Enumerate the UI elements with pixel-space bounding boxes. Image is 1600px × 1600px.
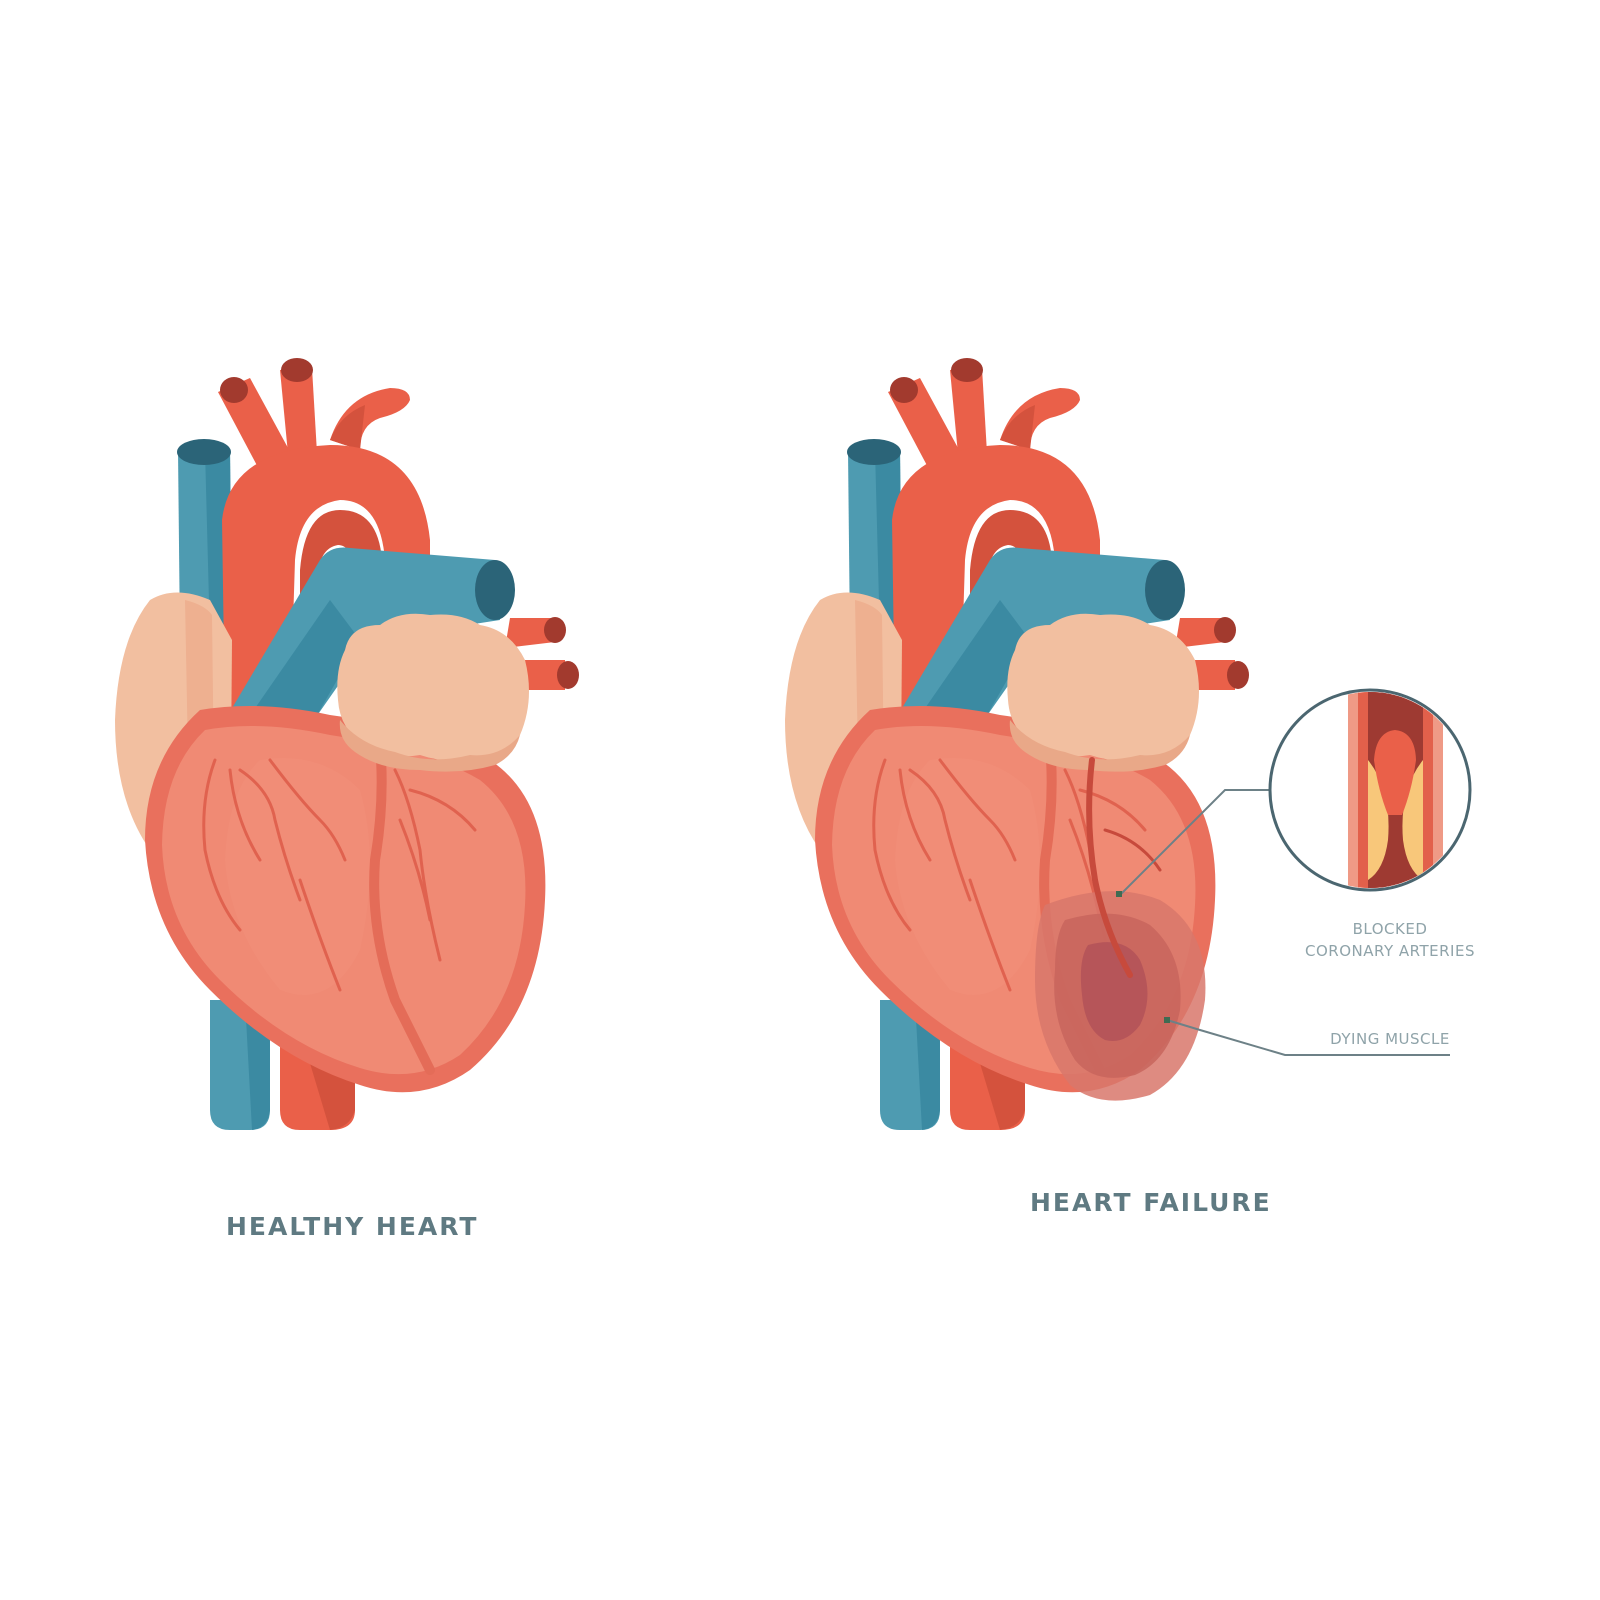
blocked-arteries-label-line2: CORONARY ARTERIES: [1305, 942, 1475, 960]
failing-heart-illustration: [785, 358, 1450, 1130]
dying-muscle-label: DYING MUSCLE: [1330, 1030, 1450, 1048]
blocked-coronary-vessel: [1086, 757, 1162, 978]
healthy-heart-caption: HEALTHY HEART: [226, 1212, 479, 1241]
leader-lines: [1119, 789, 1450, 1056]
dying-muscle-region: [1035, 891, 1206, 1101]
blocked-arteries-label-line1: BLOCKED: [1352, 920, 1428, 938]
artery-magnifier: [1268, 688, 1472, 892]
heart-failure-caption: HEART FAILURE: [1030, 1188, 1272, 1217]
healthy-heart-illustration: [115, 358, 579, 1130]
blocked-arteries-label: BLOCKED CORONARY ARTERIES: [1290, 918, 1490, 962]
